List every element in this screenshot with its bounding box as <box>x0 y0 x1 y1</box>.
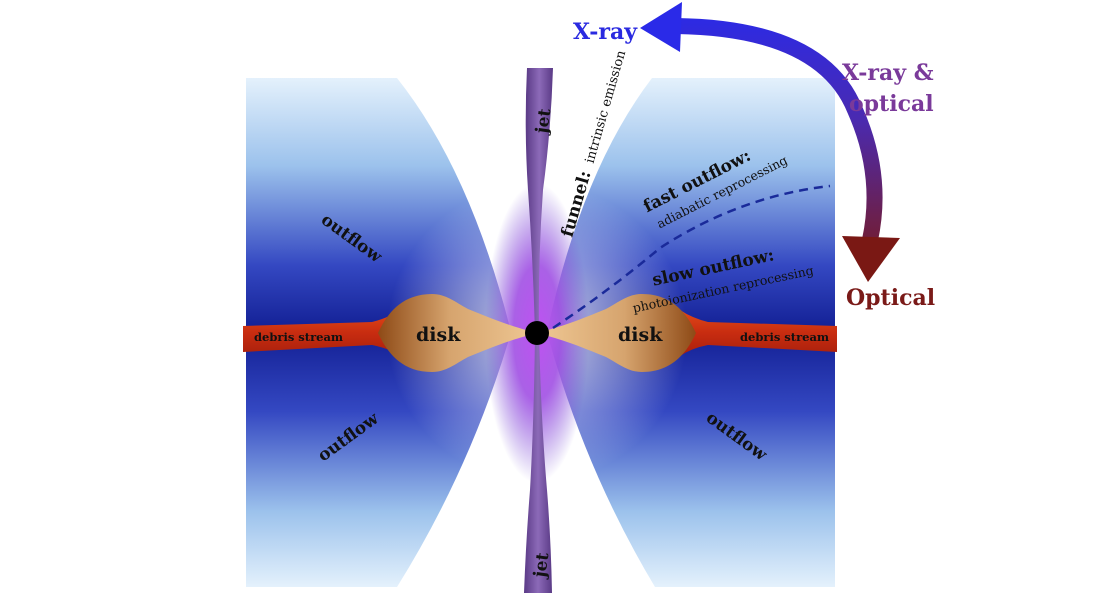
arrow-body <box>675 18 883 242</box>
label-jet-bottom: jet <box>530 551 554 580</box>
label-xray-optical-1: X-ray & <box>842 60 934 86</box>
label-xray: X-ray <box>573 19 638 45</box>
disk-right-shape <box>537 294 696 372</box>
disk-left-shape <box>378 294 537 372</box>
black-hole <box>525 321 549 345</box>
debris-stream-left <box>243 310 400 356</box>
jet-top-shape <box>525 68 553 333</box>
label-jet-top: jet <box>532 107 556 136</box>
arrow-head-optical <box>842 236 900 282</box>
debris-stream-right <box>680 310 837 356</box>
jet-bottom-shape <box>524 333 552 593</box>
label-optical: Optical <box>846 285 935 311</box>
arrow-head-xray <box>640 2 682 52</box>
label-debris-right: debris stream <box>740 330 829 344</box>
viewing-angle-arrow <box>640 2 900 282</box>
outflow-boundary-dashed <box>552 184 831 330</box>
label-debris-left: debris stream <box>254 330 343 344</box>
label-xray-optical-2: optical <box>849 91 934 117</box>
label-disk-left: disk <box>416 324 461 346</box>
label-disk-right: disk <box>618 324 663 346</box>
